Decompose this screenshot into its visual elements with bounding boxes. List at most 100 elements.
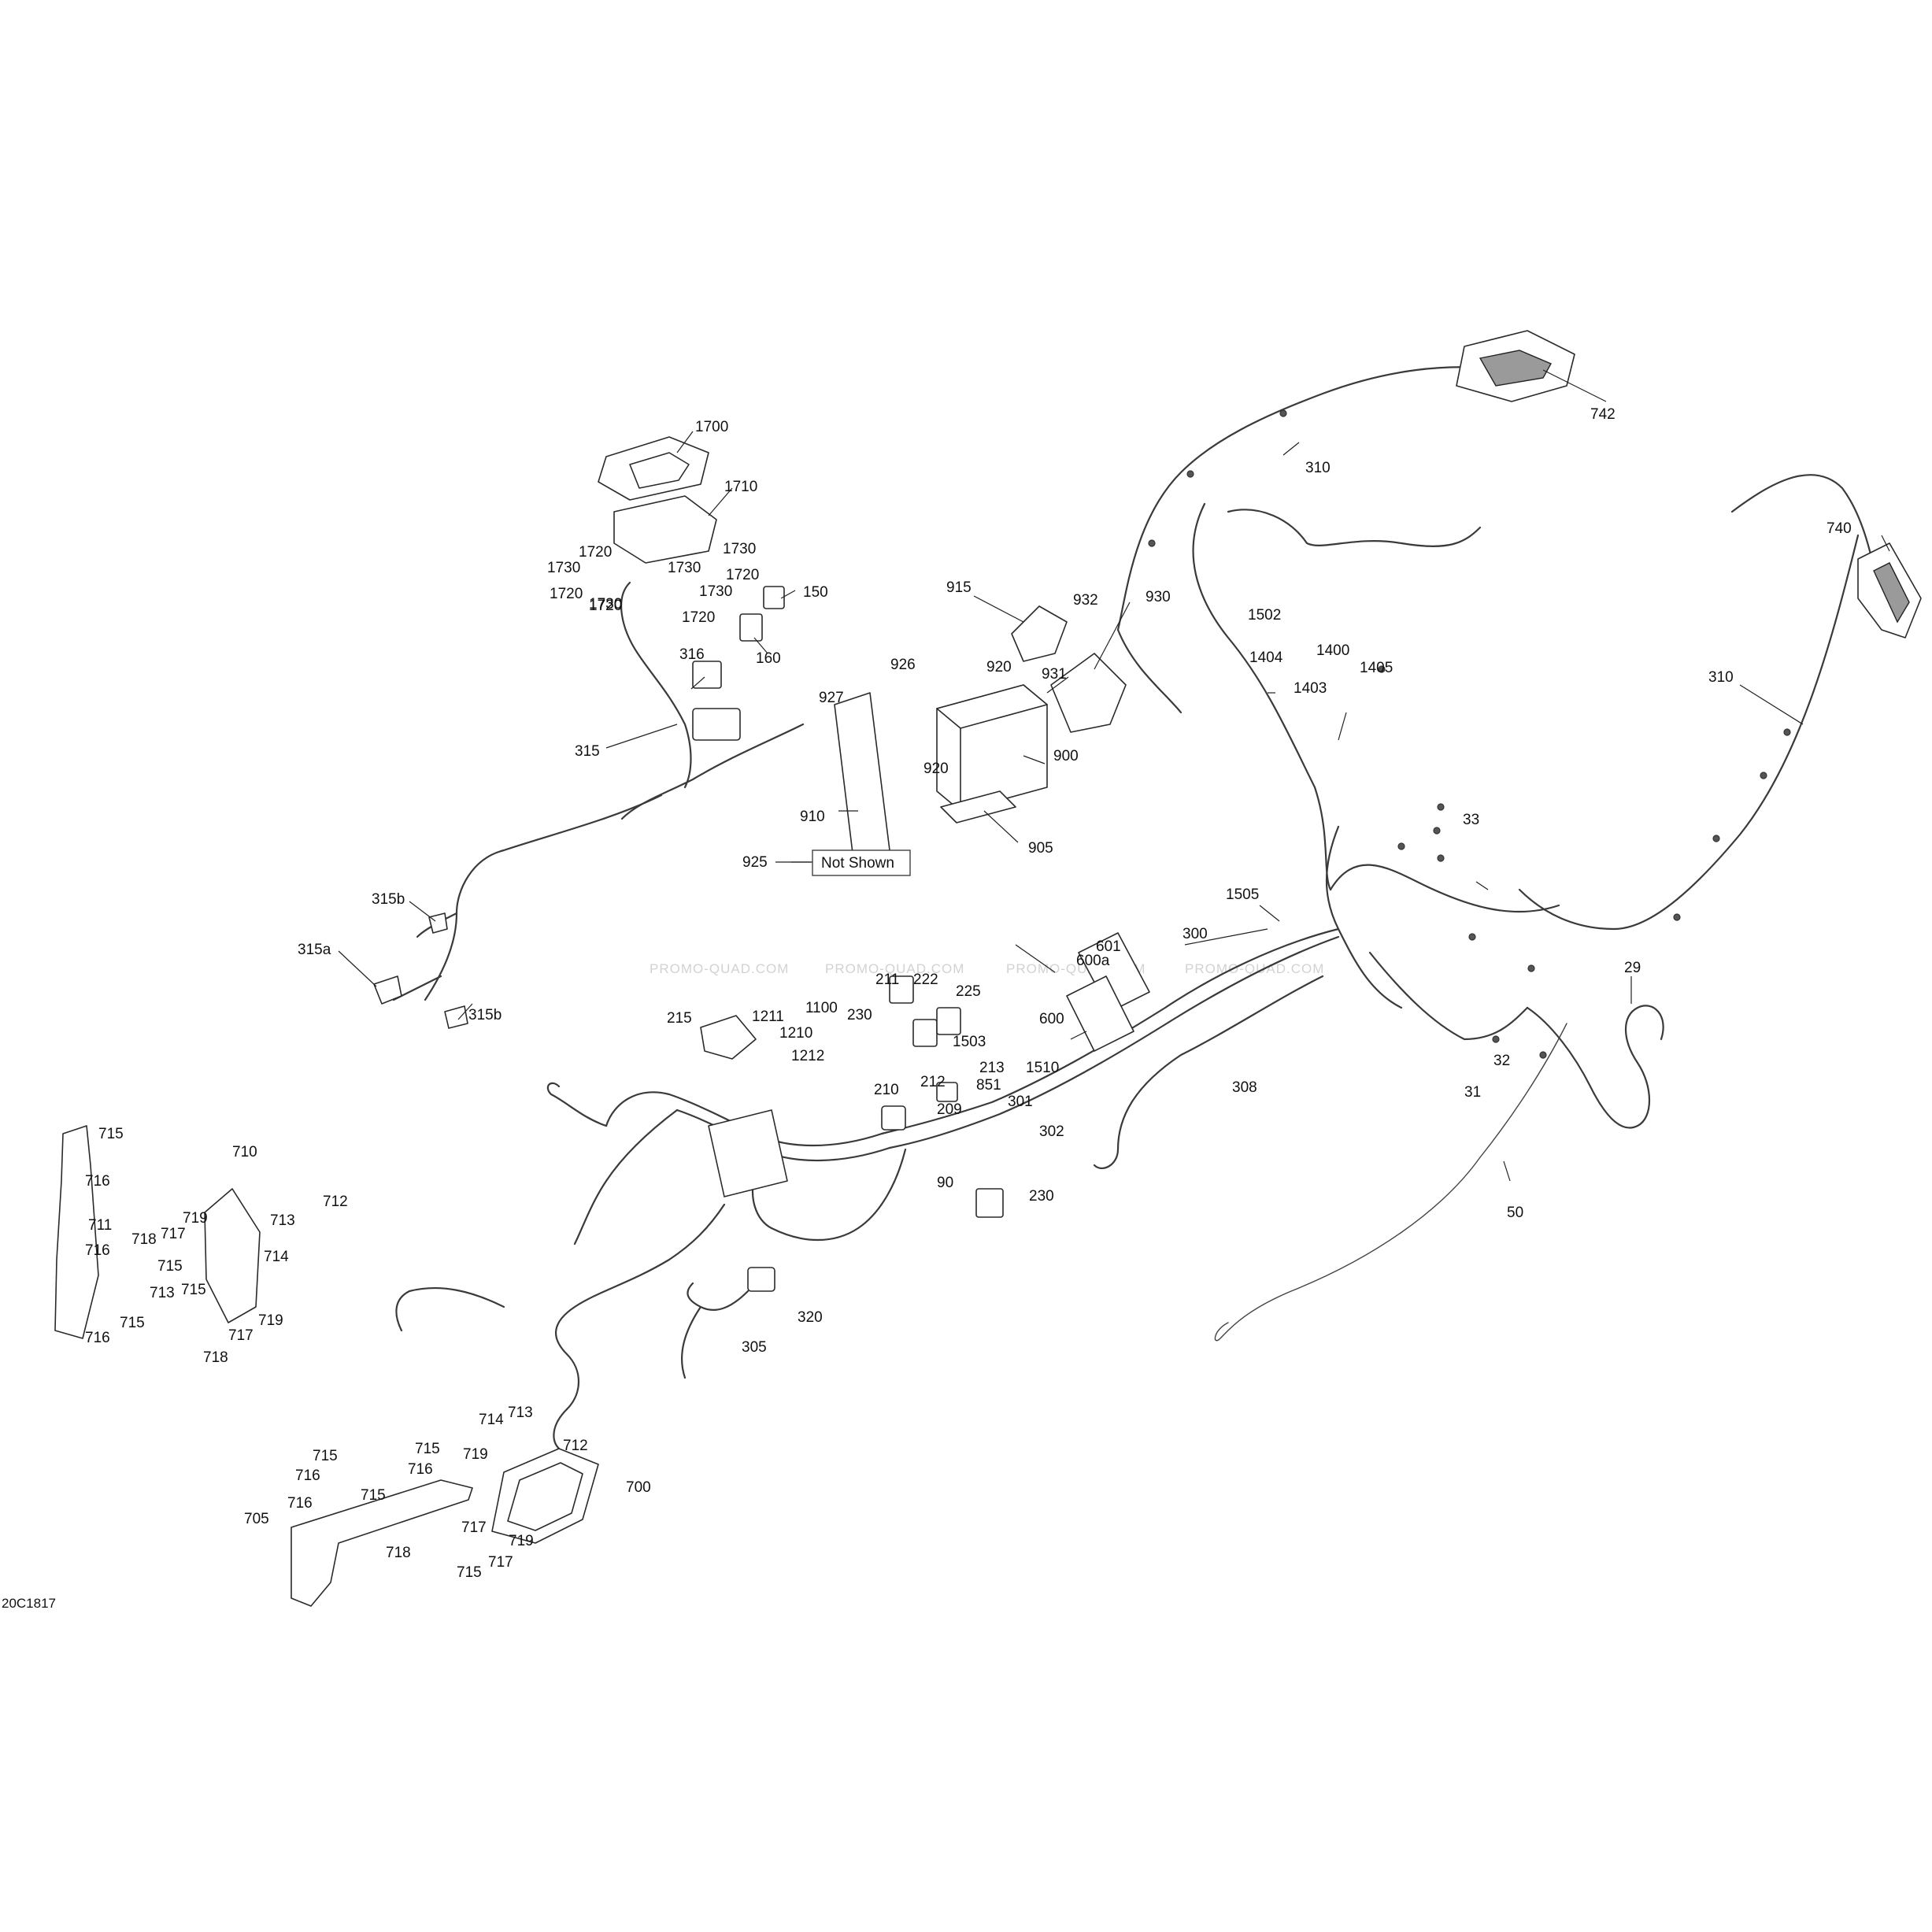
- callout: 601: [1096, 938, 1121, 955]
- callout: 718: [131, 1231, 157, 1248]
- ecu: [708, 1109, 788, 1197]
- callout: 715: [120, 1315, 145, 1331]
- watermark: PROMO-QUAD.COM: [1185, 961, 1324, 976]
- callout: 1700: [695, 419, 728, 435]
- callout: 712: [563, 1438, 588, 1454]
- callout: 1505: [1226, 886, 1259, 903]
- callout: 715: [98, 1126, 124, 1142]
- horn-215: [700, 1015, 757, 1060]
- callout: 719: [509, 1533, 534, 1549]
- callout: 716: [85, 1330, 110, 1346]
- callout: 1502: [1248, 607, 1281, 624]
- callout: 712: [323, 1194, 348, 1210]
- callout: 225: [956, 983, 981, 1000]
- callout: 1404: [1249, 650, 1283, 666]
- callout: 150: [803, 584, 828, 601]
- callout: 920: [923, 761, 949, 777]
- callout: 718: [203, 1349, 228, 1366]
- sensor-315b: [428, 912, 448, 934]
- callout: 213: [979, 1060, 1005, 1076]
- callout: 222: [913, 972, 938, 988]
- callout: 700: [626, 1479, 651, 1496]
- callout: 211: [875, 972, 899, 988]
- callout: 851: [976, 1077, 1001, 1094]
- callout: 308: [1232, 1079, 1257, 1096]
- module-930: [1050, 653, 1127, 733]
- relay-150: [763, 586, 785, 609]
- headlight-710: [204, 1188, 261, 1323]
- callout: 915: [946, 579, 972, 596]
- module-315: [692, 708, 741, 741]
- callout: 316: [679, 646, 705, 663]
- callout: 905: [1028, 840, 1053, 857]
- callout: 910: [800, 809, 825, 825]
- callout: 717: [488, 1554, 513, 1571]
- callout: 1730: [589, 596, 622, 613]
- callout: 711: [88, 1217, 112, 1234]
- callout: 920: [986, 659, 1012, 675]
- callout: 716: [85, 1173, 110, 1190]
- callout: 315b: [372, 891, 405, 908]
- relay-225: [936, 1007, 961, 1035]
- callout: 713: [508, 1405, 533, 1421]
- callout: 600a: [1076, 953, 1110, 969]
- callout: 1210: [779, 1025, 812, 1042]
- callout: 715: [313, 1448, 338, 1464]
- callout: 927: [819, 690, 844, 706]
- callout: 719: [258, 1312, 283, 1329]
- callout: 300: [1183, 926, 1208, 942]
- callout: 1211: [752, 1009, 784, 1025]
- callout: 29: [1624, 960, 1641, 976]
- callout: 1730: [547, 560, 580, 576]
- callout: 320: [798, 1309, 823, 1326]
- callout: 310: [1708, 669, 1734, 686]
- callout: 714: [479, 1412, 504, 1428]
- diagram-code: 20C1817: [2, 1596, 56, 1611]
- callout: 1405: [1360, 660, 1393, 676]
- not-shown-note: 925 Not Shown: [742, 849, 911, 876]
- callout: 600: [1039, 1011, 1064, 1027]
- part-212: [936, 1082, 958, 1102]
- callout: 1730: [723, 541, 756, 557]
- watermark: PROMO-QUAD.COM: [650, 961, 789, 976]
- callout: 32: [1493, 1053, 1510, 1069]
- callout: 713: [150, 1285, 175, 1301]
- callout: 1403: [1294, 680, 1327, 697]
- callout: 715: [181, 1282, 206, 1298]
- module-600: [1066, 975, 1134, 1052]
- callout: 717: [228, 1327, 254, 1344]
- callout: 315a: [298, 942, 331, 958]
- callout: 209: [937, 1101, 962, 1118]
- battery-support-910: [834, 692, 890, 875]
- wiring-harness: [392, 366, 1882, 1450]
- callout: 718: [386, 1545, 411, 1561]
- callout: 715: [157, 1258, 183, 1275]
- callout: 1720: [589, 598, 622, 614]
- components: [54, 330, 1922, 1607]
- callout: 719: [463, 1446, 488, 1463]
- callout: 710: [232, 1144, 257, 1160]
- callout: 1720: [726, 567, 759, 583]
- callout: 719: [183, 1210, 208, 1227]
- module-support: [613, 495, 717, 564]
- callout: 1100: [805, 1000, 838, 1016]
- callout: 717: [161, 1226, 186, 1242]
- fuse-holder-915: [1011, 605, 1068, 662]
- relay-211: [889, 975, 914, 1004]
- callout: 210: [874, 1082, 899, 1098]
- callout: 33: [1463, 812, 1479, 828]
- callout: 717: [461, 1519, 487, 1536]
- callout: 900: [1053, 748, 1079, 764]
- callout: 930: [1146, 589, 1171, 605]
- callout: 310: [1305, 460, 1331, 476]
- callout: 1510: [1026, 1060, 1059, 1076]
- callout: 716: [295, 1468, 320, 1484]
- callout: 212: [920, 1074, 946, 1090]
- callout: 31: [1464, 1084, 1481, 1101]
- leader-lines: [338, 369, 1890, 1182]
- callout: 302: [1039, 1123, 1064, 1140]
- switch-210: [881, 1105, 906, 1131]
- callout: 713: [270, 1212, 295, 1229]
- callout: 715: [361, 1487, 386, 1504]
